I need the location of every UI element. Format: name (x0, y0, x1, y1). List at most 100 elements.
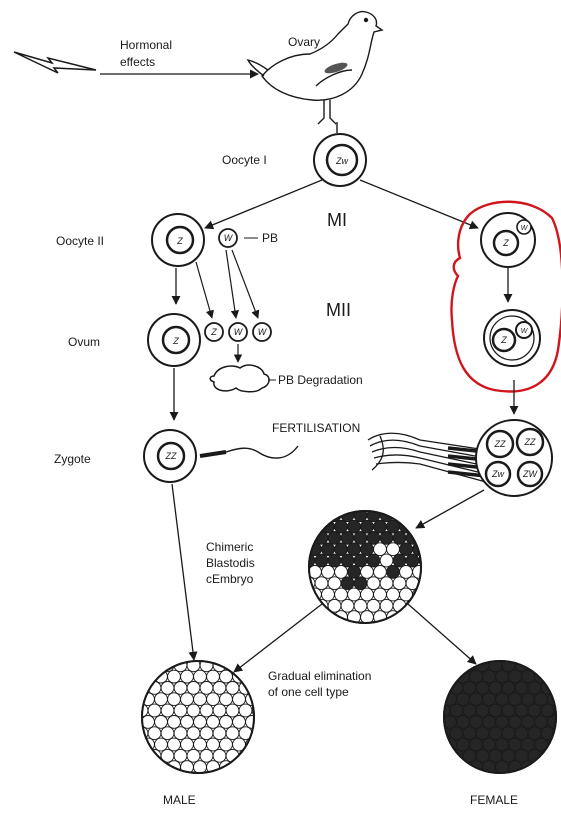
embryo-cell (509, 693, 522, 706)
right-fertilised-cell: ZZ ZZ Zw ZW (476, 420, 552, 496)
embryo-cell (181, 670, 194, 683)
embryo-cell (470, 738, 483, 751)
embryo-cell (476, 682, 489, 695)
right-mii-cell: Z W (484, 310, 540, 366)
embryo-cell (233, 716, 246, 729)
embryo-cell (419, 577, 432, 590)
second-polar-bodies: Z W W (205, 323, 271, 341)
hen-icon (248, 12, 382, 124)
embryo-cell (348, 543, 361, 556)
embryo-cell (155, 738, 168, 751)
embryo-cell (400, 543, 413, 556)
embryo-cell (187, 749, 200, 762)
embryo-cell (341, 532, 354, 545)
embryo-cell (174, 727, 187, 740)
embryo-cell (470, 693, 483, 706)
embryo-cell (220, 693, 233, 706)
embryo-cell (535, 670, 548, 683)
embryo-cell (367, 622, 380, 635)
embryo-cell (387, 566, 400, 579)
embryo-cell (348, 588, 361, 601)
embryo-cell (328, 554, 341, 567)
embryo-cell (213, 704, 226, 717)
embryo-cell (239, 704, 252, 717)
chimeric-label-1: Chimeric (206, 540, 253, 554)
embryo-cell (213, 727, 226, 740)
zygote-chromosomes: ZZ (165, 451, 177, 461)
ovum-cell: Z (148, 314, 200, 366)
embryo-cell (328, 532, 341, 545)
oocyte2-chromosome: Z (176, 236, 183, 246)
oocyte1-to-oocyte2-arrow (205, 180, 322, 228)
pb-to-pb3-arrow (232, 250, 258, 318)
embryo-cell (380, 554, 393, 567)
embryo-cell (387, 543, 400, 556)
embryo-cell (213, 682, 226, 695)
embryo-cell (367, 554, 380, 567)
embryo-cell (393, 554, 406, 567)
embryo-cell (187, 682, 200, 695)
embryo-cell (380, 599, 393, 612)
embryo-cell (528, 727, 541, 740)
embryo-cell (522, 738, 535, 751)
gradual-label-1: Gradual elimination (268, 669, 371, 683)
embryo-cell (354, 554, 367, 567)
embryo-cell (450, 704, 463, 717)
embryo-cell (515, 682, 528, 695)
embryo-cell (457, 738, 470, 751)
pb-label: PB (262, 231, 278, 245)
embryo-cell (483, 693, 496, 706)
embryo-cell (489, 749, 502, 762)
embryo-cell (174, 704, 187, 717)
embryo-cell (380, 577, 393, 590)
pb-degradation-blob (210, 365, 269, 392)
embryo-cell (194, 761, 207, 774)
embryo-cell (220, 716, 233, 729)
embryo-cell (515, 749, 528, 762)
embryo-cell (207, 693, 220, 706)
zygote-label: Zygote (54, 452, 91, 466)
embryo-cell (522, 716, 535, 729)
embryo-cell (194, 716, 207, 729)
embryo-cell (528, 682, 541, 695)
embryo-cell (168, 716, 181, 729)
embryo-cell (515, 704, 528, 717)
embryo-cell (548, 716, 561, 729)
embryo-cell (194, 670, 207, 683)
embryo-cell (489, 727, 502, 740)
embryo-cell (200, 772, 213, 785)
embryo-cell (246, 716, 259, 729)
embryo-cell (322, 566, 335, 579)
embryo-cell (335, 543, 348, 556)
embryo-cell (155, 716, 168, 729)
zygote-cell: ZZ (144, 430, 196, 482)
embryo-cell (361, 520, 374, 533)
embryo-cell (496, 670, 509, 683)
oocyte1-chromosomes: Zw (335, 156, 348, 166)
embryo-cell (489, 682, 502, 695)
embryo-cell (476, 727, 489, 740)
oocyte1-cell: Zw (314, 134, 366, 186)
embryo-cell (393, 577, 406, 590)
oocyte1-to-right-arrow (360, 180, 478, 228)
embryo-cell (374, 543, 387, 556)
oocyte2-label: Oocyte II (56, 234, 104, 248)
embryo-cell (361, 543, 374, 556)
embryo-cell (400, 520, 413, 533)
embryo-cell (535, 693, 548, 706)
embryo-cell (341, 577, 354, 590)
embryo-cell (470, 670, 483, 683)
embryo-cell (354, 577, 367, 590)
embryo-cell (541, 704, 554, 717)
polar-body: W (219, 229, 237, 247)
right-fertilised-chromosome-2: ZZ (524, 437, 536, 447)
embryo-cell (354, 599, 367, 612)
embryo-cell (374, 520, 387, 533)
embryo-cell (341, 599, 354, 612)
embryo-cell (348, 520, 361, 533)
oocyte1-label: Oocyte I (222, 153, 267, 167)
male-label: MALE (163, 793, 196, 807)
embryo-cell (335, 520, 348, 533)
ovary-label: Ovary (288, 35, 320, 49)
